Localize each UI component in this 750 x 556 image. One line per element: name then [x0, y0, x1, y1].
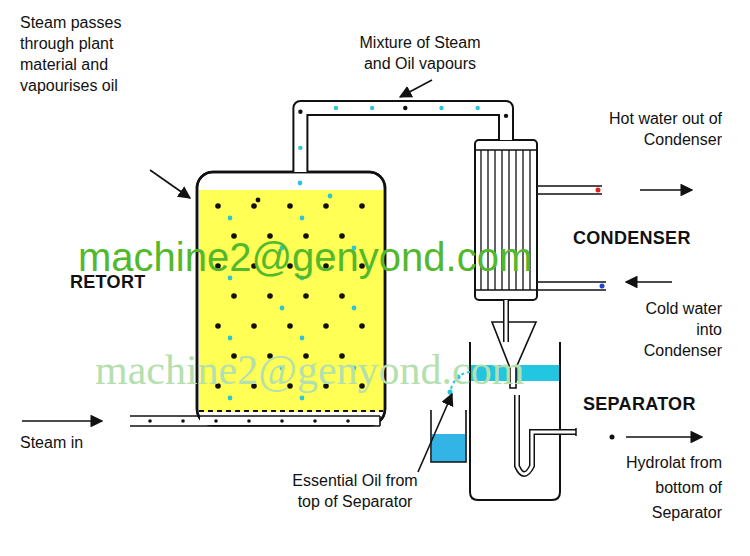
annotation: Cold water into Condenser	[622, 298, 722, 361]
steam-dots	[148, 419, 350, 423]
plant-material-dots	[300, 216, 305, 221]
steam-inlet-pipe	[130, 415, 380, 417]
plant-material-dots	[352, 306, 357, 311]
plant-material-dots	[287, 323, 293, 329]
plant-material-dots	[359, 323, 365, 329]
steam-dots	[346, 419, 350, 423]
vapour-pipe	[334, 106, 338, 110]
part-name: SEPARATOR	[583, 394, 696, 415]
plant-material-dots	[251, 203, 257, 209]
cold-water-pipe	[600, 284, 605, 289]
vapour-pipe	[439, 106, 443, 110]
watermark: machine2@genyond.com	[78, 234, 598, 280]
vapour-pipe	[475, 106, 479, 110]
watermark: machine2@genyond.com	[95, 346, 615, 394]
edge-label: Mixture of Steam and Oil vapours	[350, 32, 490, 74]
steam-dots	[247, 419, 251, 423]
condensate-spout	[503, 300, 509, 342]
annotation: Steam passes through plant material and …	[20, 12, 160, 96]
plant-material-dots	[267, 293, 273, 299]
retort-vessel	[199, 410, 383, 412]
steam-dots	[214, 419, 218, 423]
leader-arrow	[400, 80, 432, 97]
steam-inlet-pipe	[200, 417, 380, 425]
steam-in-arrow	[22, 420, 102, 422]
annotation: Steam in	[20, 432, 120, 453]
steam-inlet-pipe	[130, 416, 380, 426]
plant-material-dots	[228, 216, 233, 221]
steam-dots	[181, 419, 185, 423]
plant-material-dots	[280, 306, 285, 311]
plant-material-dots	[256, 198, 261, 203]
oil-beaker	[432, 434, 465, 462]
oil-beaker	[431, 410, 466, 462]
annotation: Essential Oil from top of Separator	[280, 470, 430, 512]
hot-water-pipe	[537, 193, 602, 195]
plant-material-dots	[228, 396, 233, 401]
vapour-pipe	[300, 108, 506, 172]
flow-arrow	[640, 189, 692, 191]
plant-material-dots	[359, 203, 365, 209]
vapour-pipe	[300, 108, 506, 172]
cold-water-pipe	[537, 282, 606, 290]
plant-material-dots	[215, 203, 221, 209]
condenser-housing	[475, 289, 537, 291]
separator-vessel	[517, 395, 576, 474]
leader-arrow	[418, 394, 452, 472]
flow-arrow	[626, 436, 702, 438]
vapour-pipe	[298, 106, 508, 172]
part-name: CONDENSER	[573, 228, 691, 249]
steam-inlet-pipe	[379, 416, 381, 426]
plant-material-dots	[231, 293, 237, 299]
annotation: Hot water out of Condenser	[592, 108, 722, 150]
condensate-spout	[505, 300, 508, 342]
plant-material-dots	[287, 203, 293, 209]
hot-water-pipe	[537, 186, 602, 194]
oil-beaker	[431, 410, 466, 462]
hot-water-pipe	[537, 185, 602, 187]
condensate-spout	[506, 300, 507, 342]
vapour-pipe	[370, 106, 374, 110]
condenser-housing	[475, 149, 537, 151]
plant-material-dots	[300, 396, 305, 401]
plant-material-dots	[323, 203, 329, 209]
plant-material-dots	[298, 181, 303, 186]
plant-material-dots	[251, 323, 257, 329]
hot-water-pipe	[596, 188, 601, 193]
leader-arrow	[150, 170, 190, 198]
vapour-pipe	[298, 109, 302, 113]
flow-dot	[610, 435, 615, 440]
steam-inlet-pipe	[130, 425, 380, 427]
plant-material-dots	[339, 293, 345, 299]
vapour-pipe	[403, 106, 407, 110]
plant-material-dots	[328, 194, 333, 199]
plant-material-dots	[323, 323, 329, 329]
steam-dots	[313, 419, 317, 423]
vapour-pipe	[504, 114, 508, 118]
vapour-pipe	[298, 146, 302, 150]
steam-dots	[148, 419, 152, 423]
plant-material-dots	[228, 336, 233, 341]
plant-material-dots	[303, 293, 309, 299]
separator-vessel	[575, 428, 577, 436]
plant-material-dots	[215, 323, 221, 329]
separator-vessel	[517, 395, 576, 474]
cold-water-pipe	[537, 289, 606, 291]
annotation: Hydrolat from bottom of Separator	[607, 450, 722, 525]
plant-material-dots	[300, 336, 305, 341]
cold-water-pipe	[537, 281, 606, 283]
steam-dots	[280, 419, 284, 423]
flow-arrow	[626, 281, 672, 283]
